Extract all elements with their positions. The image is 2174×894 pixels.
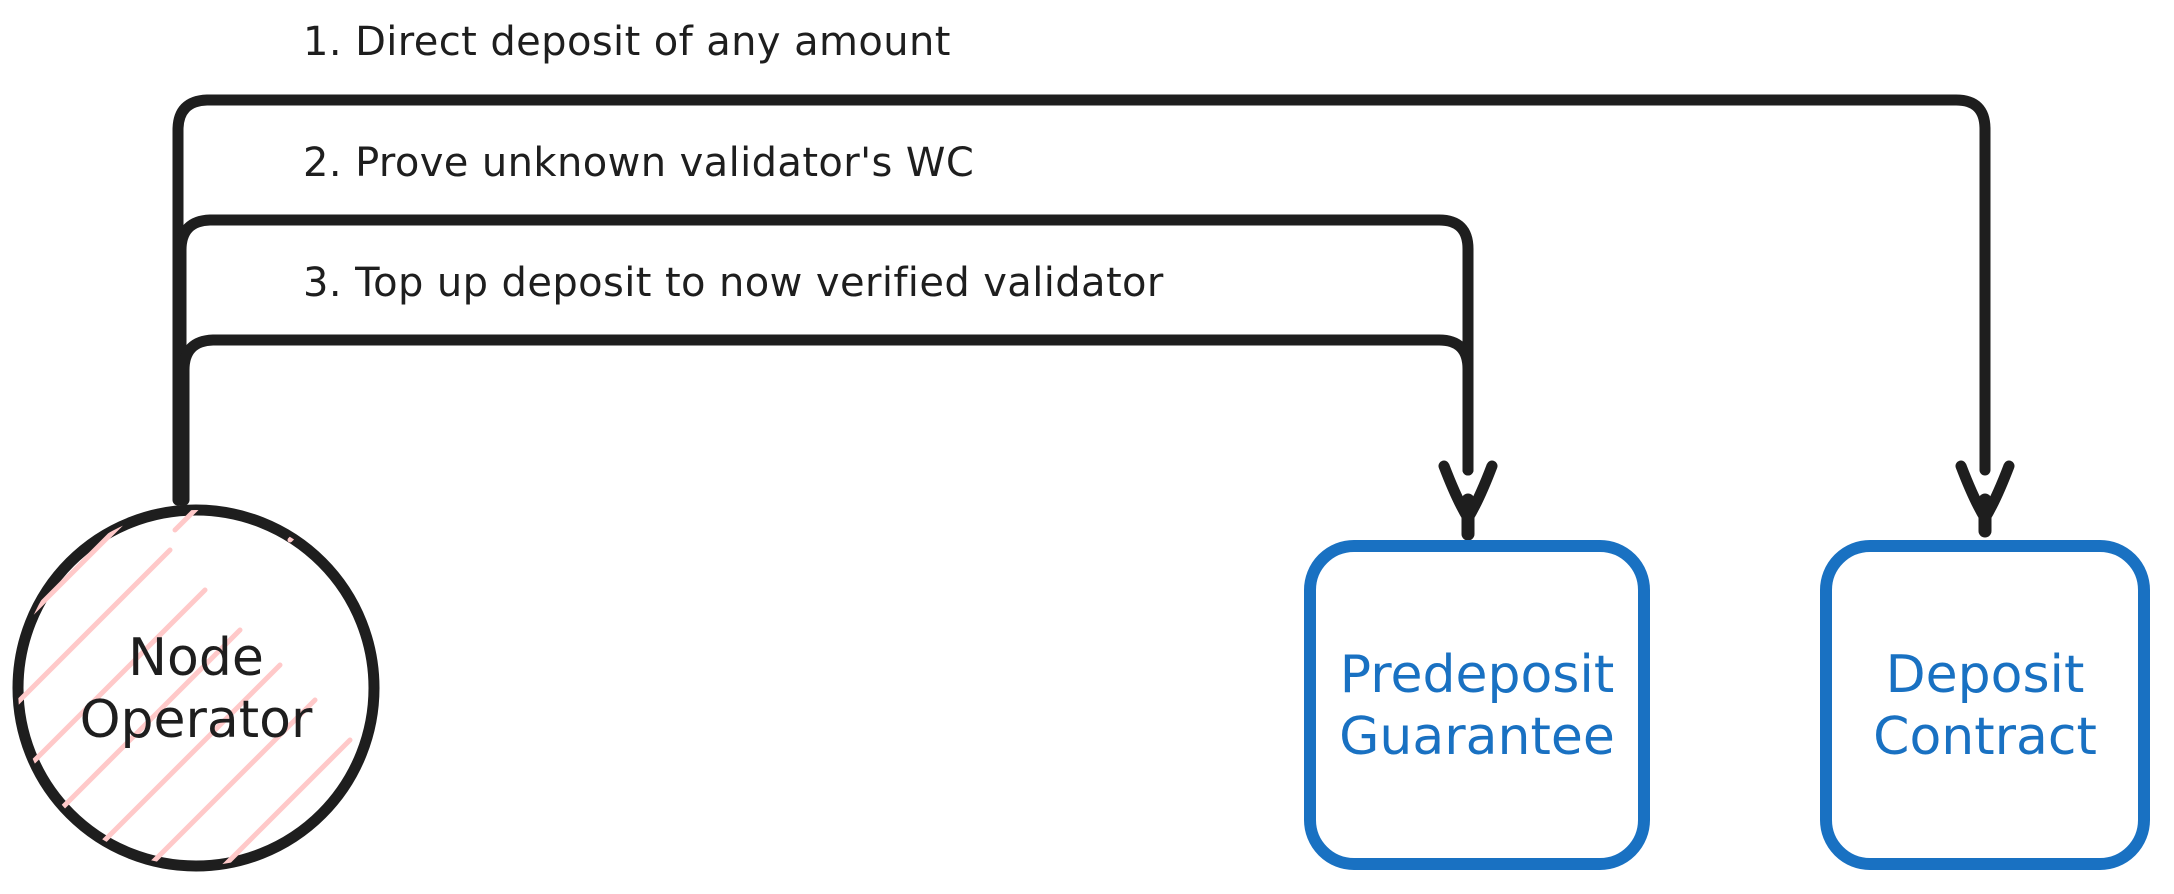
node-deposit-contract[interactable]: Deposit Contract	[1820, 540, 2150, 870]
edge-1-label: 1. Direct deposit of any amount	[303, 19, 951, 65]
node-operator-circle	[12, 504, 380, 872]
node-predeposit-guarantee[interactable]: Predeposit Guarantee	[1304, 540, 1650, 870]
node-operator[interactable]: Node Operator	[0, 360, 505, 894]
edge-3-path	[178, 334, 1474, 506]
predeposit-guarantee-box	[1304, 540, 1650, 870]
edge-3-label: 3. Top up deposit to now verified valida…	[303, 260, 1164, 306]
edge-3-connector[interactable]	[178, 334, 1474, 506]
deposit-contract-label-line1: Deposit	[1886, 645, 2085, 705]
predeposit-guarantee-label-line2: Guarantee	[1339, 707, 1615, 767]
edge-1-connector[interactable]	[172, 94, 2015, 538]
edge-2-path	[175, 214, 1474, 506]
edge-1-path	[172, 94, 1991, 506]
deposit-contract-box	[1820, 540, 2150, 870]
deposit-contract-label-line2: Contract	[1873, 707, 2097, 767]
predeposit-guarantee-label-line1: Predeposit	[1340, 645, 1614, 705]
edge-2-connector[interactable]	[175, 214, 1498, 541]
edge-2-label: 2. Prove unknown validator's WC	[303, 140, 974, 186]
node-operator-label-line2: Operator	[80, 690, 313, 750]
node-operator-label-line1: Node	[128, 628, 264, 688]
